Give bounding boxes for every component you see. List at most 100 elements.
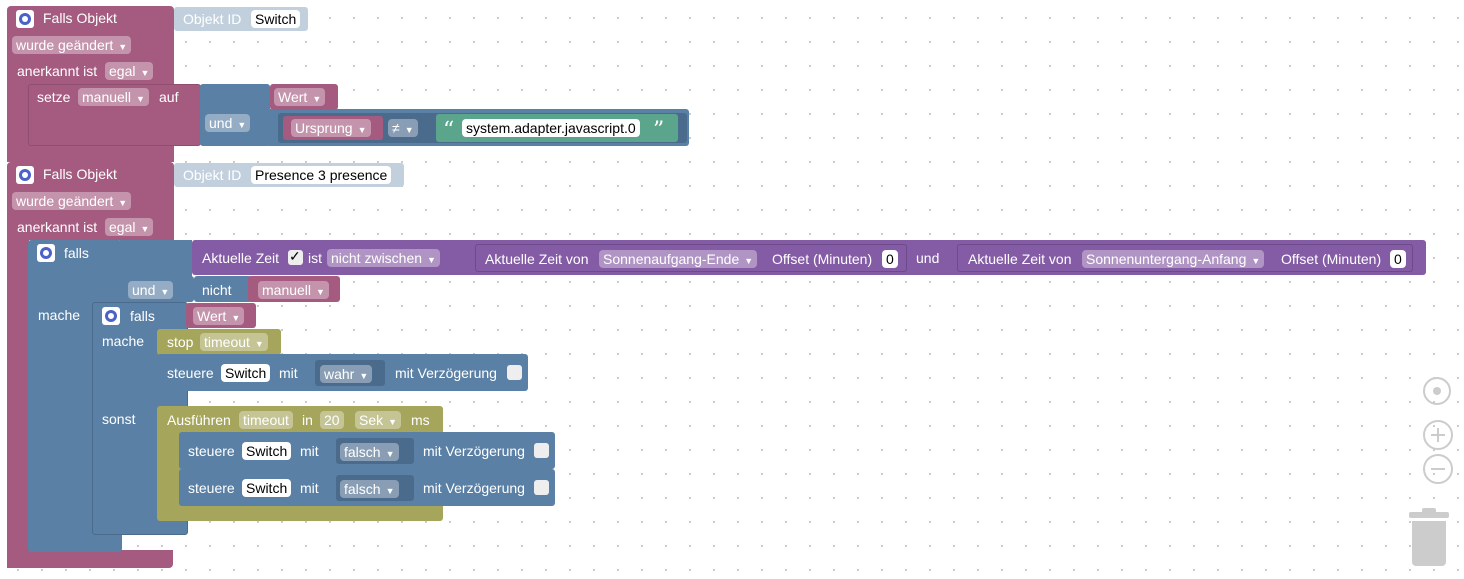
chevron-down-icon: ▼ (427, 255, 436, 265)
gear-icon[interactable] (16, 166, 34, 184)
not-var-block[interactable] (248, 276, 340, 302)
exec-label: Ausführen (167, 412, 231, 428)
chevron-down-icon: ▼ (357, 125, 367, 135)
target-icon[interactable] (1423, 377, 1451, 405)
stop-var-dropdown[interactable]: timeout▼ (200, 333, 268, 351)
chevron-down-icon: ▼ (231, 313, 241, 323)
objekt-id-label: Objekt ID (183, 167, 242, 183)
and-dropdown[interactable]: und▼ (205, 114, 251, 132)
stop-var-label: timeout (204, 334, 250, 350)
time-from-dropdown[interactable]: Sonnenaufgang-Ende▼ (599, 250, 758, 268)
chevron-down-icon: ▼ (118, 198, 128, 208)
bool-value: wahr (324, 366, 355, 382)
not-label: nicht (202, 282, 232, 298)
offset-input[interactable]: 0 (1390, 250, 1406, 268)
control-with-label: mit (300, 443, 319, 459)
bool-block[interactable] (336, 475, 414, 501)
bool-dropdown[interactable]: falsch▼ (340, 480, 399, 498)
delay-checkbox[interactable] (507, 365, 522, 380)
not-var-dropdown[interactable]: manuell ▼ (258, 281, 329, 299)
ack-dropdown[interactable]: egal▼ (105, 62, 154, 80)
inner-wert-dropdown[interactable]: Wert▼ (193, 307, 245, 325)
bool-dropdown[interactable]: falsch▼ (340, 443, 399, 461)
setze-var-label: manuell (82, 89, 132, 105)
control-label: steuere (188, 443, 235, 459)
zoom-out-icon[interactable] (1423, 454, 1453, 484)
changed-dropdown[interactable]: wurde geändert▼ (12, 36, 132, 54)
zoom-in-icon[interactable] (1423, 420, 1453, 450)
changed-dropdown[interactable]: wurde geändert▼ (12, 192, 132, 210)
bool-block[interactable] (336, 438, 414, 464)
setze-label: setze (37, 89, 71, 105)
close-quote-icon: ” (653, 118, 665, 143)
and-block[interactable] (124, 276, 194, 302)
delay-label: mit Verzögerung (395, 365, 497, 381)
chevron-down-icon: ▼ (237, 120, 247, 130)
delay-label: mit Verzögerung (423, 443, 525, 459)
ack-label: anerkannt ist (17, 219, 98, 235)
trash-lid (1409, 512, 1449, 518)
chevron-down-icon: ▼ (404, 125, 414, 135)
wert-block[interactable] (270, 84, 338, 110)
control-target[interactable]: Switch (221, 364, 271, 382)
time-checkbox[interactable] (288, 248, 303, 265)
exec-in-label: in (302, 412, 313, 428)
ack-dropdown-label: egal (109, 219, 136, 235)
setze-var-dropdown[interactable]: manuell▼ (78, 88, 149, 106)
delay-checkbox[interactable] (534, 443, 549, 458)
and-dropdown[interactable]: und▼ (128, 281, 174, 299)
control-with-label: mit (279, 365, 298, 381)
exec-var-dropdown[interactable]: timeout (239, 411, 293, 429)
and-dropdown-label: und (132, 282, 156, 298)
time-mode-label: nicht zwischen (331, 250, 423, 266)
control-with-label: mit (300, 480, 319, 496)
not-var-label: manuell (262, 282, 312, 298)
inner-wert-block[interactable] (186, 303, 256, 328)
objekt-id-value[interactable]: Presence 3 presence (251, 166, 392, 184)
time-to-dropdown[interactable]: Sonnenuntergang-Anfang▼ (1082, 250, 1265, 268)
bool-dropdown[interactable]: wahr▼ (320, 365, 373, 383)
chevron-down-icon: ▼ (388, 417, 398, 427)
and-block[interactable] (200, 84, 270, 146)
compare-op-dropdown[interactable]: ≠▼ (388, 119, 418, 137)
time-mode-dropdown[interactable]: nicht zwischen ▼ (327, 249, 440, 267)
text-value[interactable]: system.adapter.javascript.0 (462, 119, 640, 137)
exec-unit-dropdown[interactable]: Sek▼ (355, 411, 402, 429)
ursprung-block[interactable] (283, 116, 383, 140)
chevron-down-icon: ▼ (316, 287, 325, 297)
not-block[interactable] (194, 276, 252, 302)
gear-icon[interactable] (37, 244, 55, 262)
exec-amount[interactable]: 20 (320, 411, 344, 429)
time-and-label: und (916, 250, 940, 266)
bool-value: falsch (344, 444, 381, 460)
if-label: falls (64, 245, 89, 261)
delay-label: mit Verzögerung (423, 480, 525, 496)
inner-if-label: falls (130, 308, 155, 324)
time-to-label: Aktuelle Zeit von (968, 251, 1072, 267)
time-from-label: Aktuelle Zeit von (485, 251, 589, 267)
trash-handle (1422, 508, 1436, 513)
wert-label: Wert (278, 89, 308, 105)
delay-checkbox[interactable] (534, 480, 549, 495)
time-label: Aktuelle Zeit (202, 250, 280, 266)
control-target[interactable]: Switch (242, 442, 292, 460)
time-to-block[interactable] (957, 244, 1413, 272)
control-target[interactable]: Switch (242, 479, 292, 497)
do-label: mache (38, 307, 81, 323)
stop-block[interactable] (157, 329, 281, 355)
time-from-block[interactable] (475, 244, 907, 272)
time-to-value: Sonnenuntergang-Anfang (1086, 251, 1247, 267)
bool-block[interactable] (315, 360, 385, 386)
ack-dropdown[interactable]: egal▼ (105, 218, 154, 236)
target-dot (1433, 387, 1441, 395)
compare-op-label: ≠ (392, 120, 400, 136)
time-ist-label: ist (308, 250, 322, 266)
offset-input[interactable]: 0 (882, 250, 898, 268)
gear-icon[interactable] (102, 307, 120, 325)
gear-icon[interactable] (16, 10, 34, 28)
ursprung-dropdown[interactable]: Ursprung▼ (291, 119, 371, 137)
inner-else-label: sonst (102, 411, 136, 427)
wert-dropdown[interactable]: Wert▼ (274, 88, 326, 106)
objekt-id-value[interactable]: Switch (251, 10, 301, 28)
offset-label: Offset (Minuten) (1281, 251, 1382, 267)
